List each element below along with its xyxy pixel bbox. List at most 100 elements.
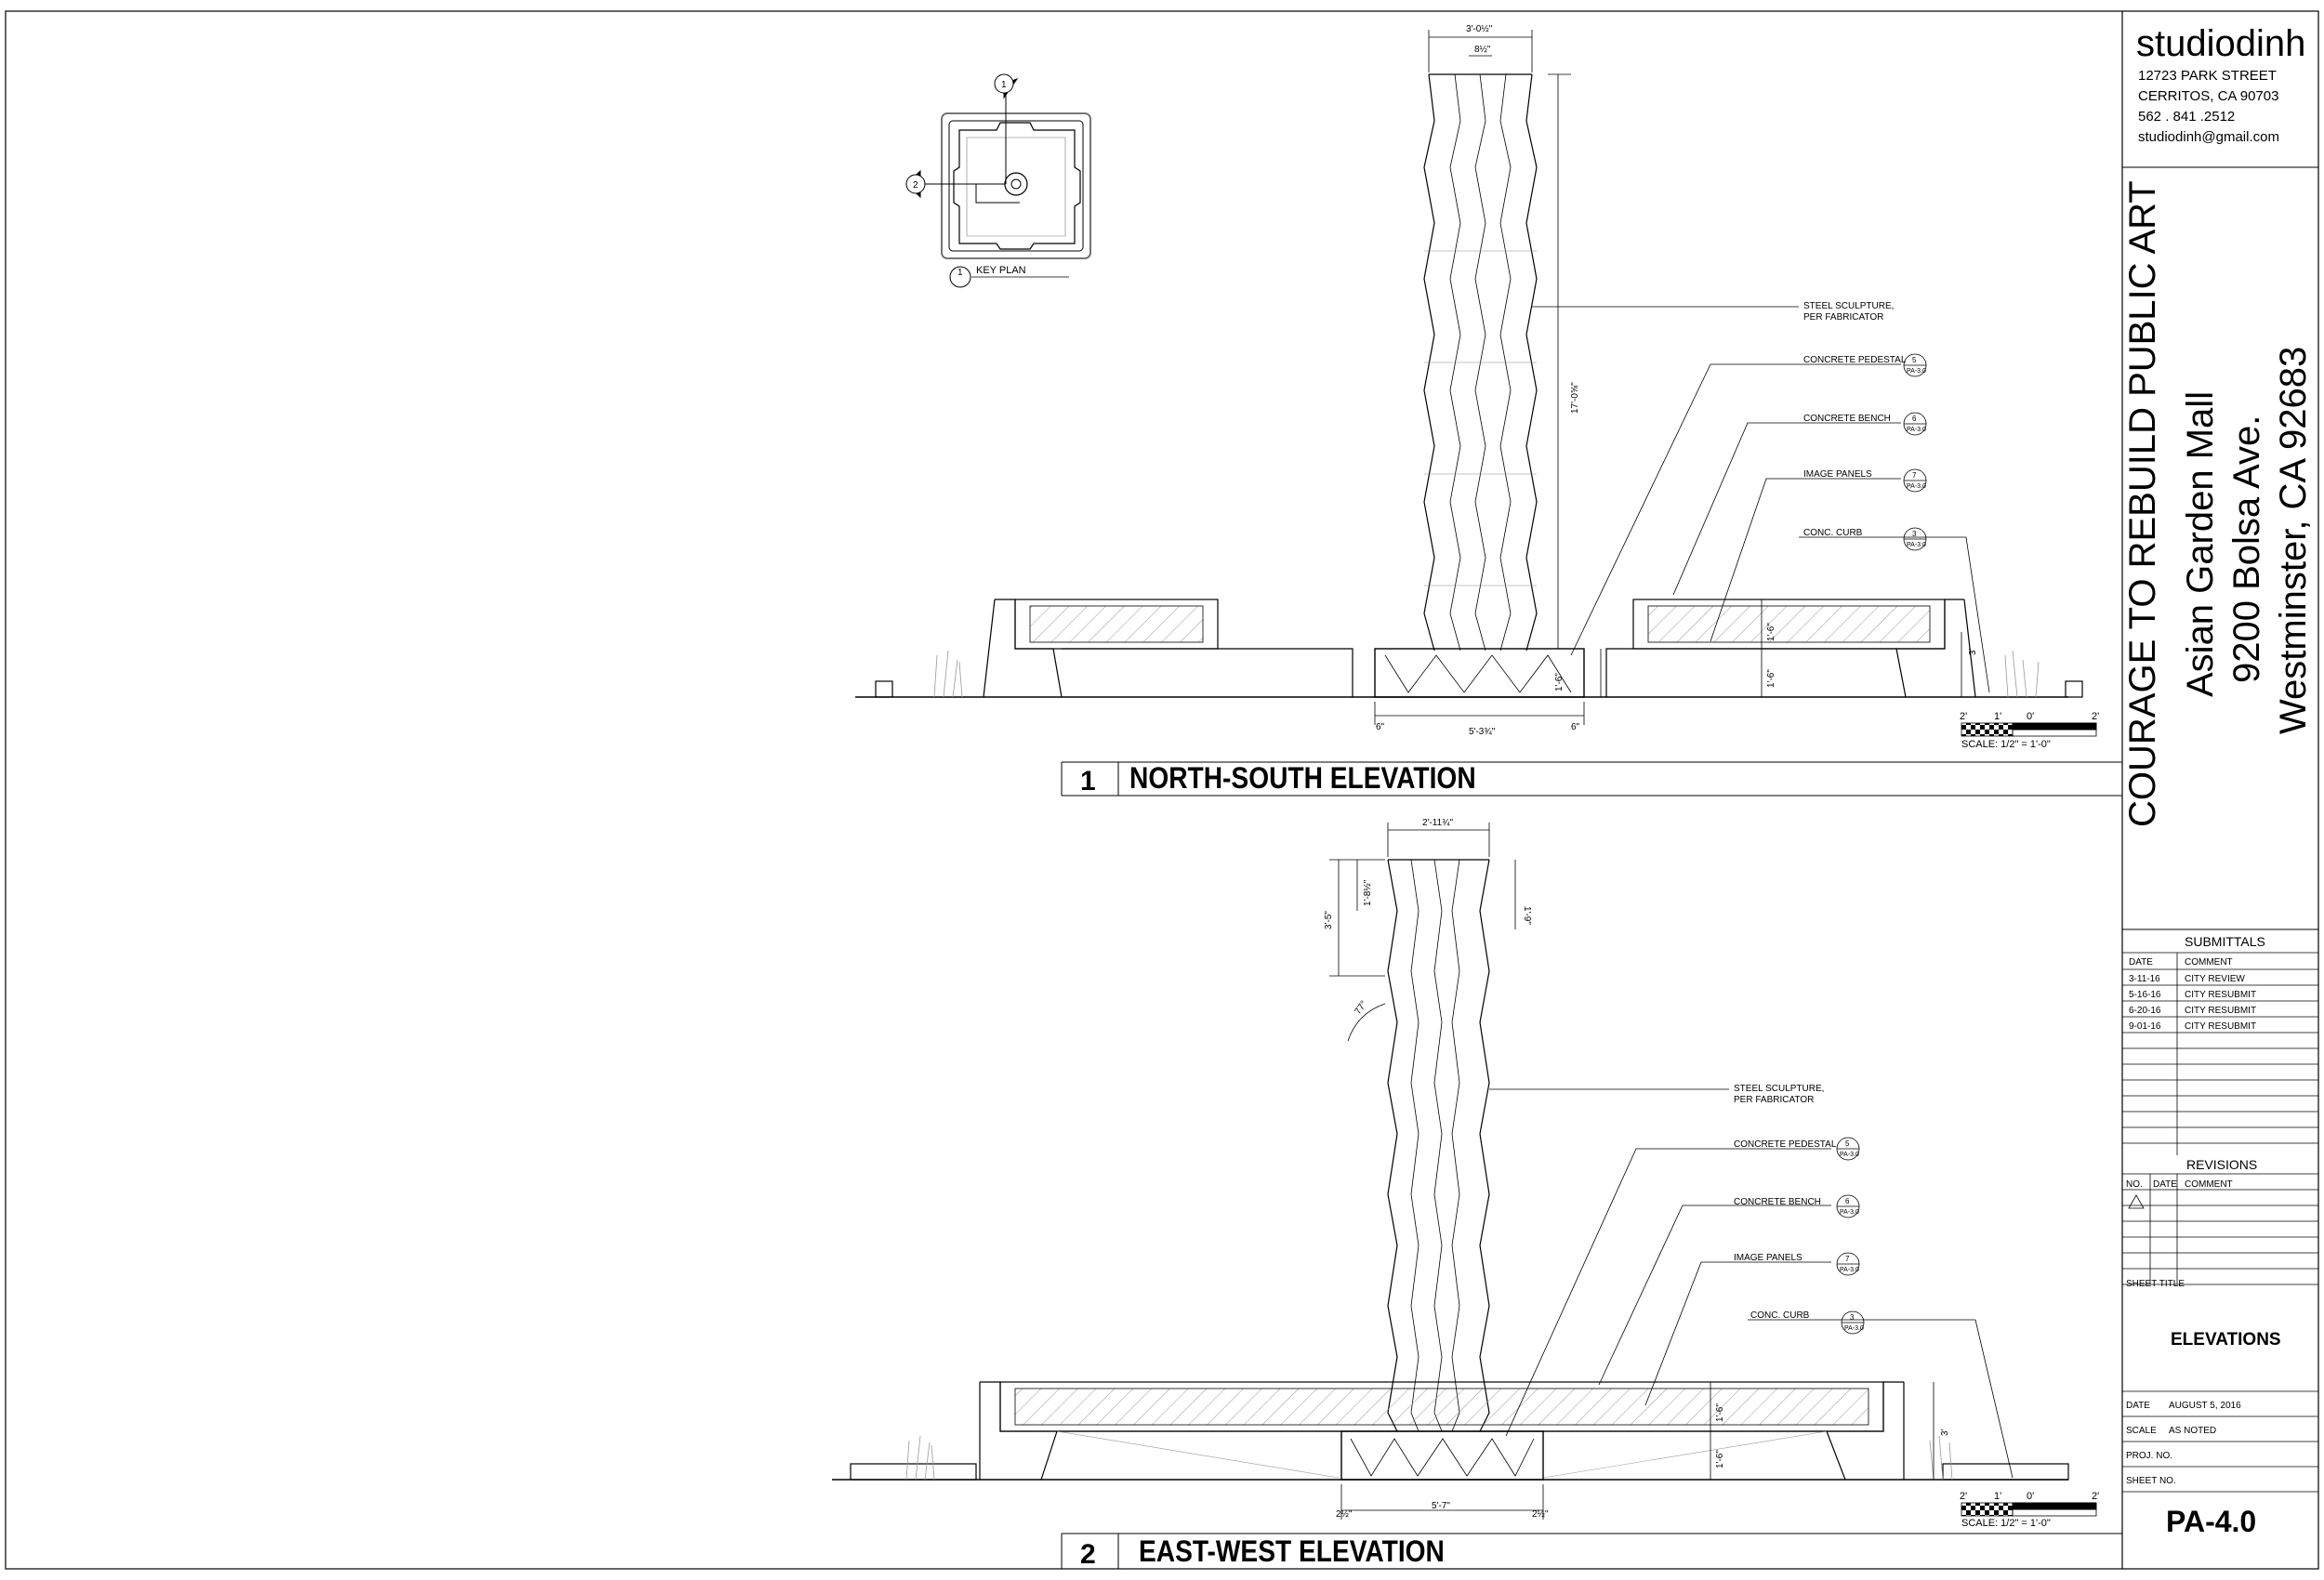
submittal-comment: CITY RESUBMIT (2185, 1006, 2256, 1016)
detail-tags-ew (1836, 1137, 1865, 1335)
callout-concrete-bench: CONCRETE BENCH (1803, 414, 1891, 424)
scale-bar-ew (1961, 1502, 2097, 1517)
submittal-comment: CITY REVIEW (2185, 974, 2245, 984)
submittal-comment: CITY RESUBMIT (2185, 990, 2256, 1000)
detail-tag-sheet: PA-3.0 (1907, 368, 1926, 375)
project-title: COURAGE TO REBUILD PUBLIC ART (2122, 180, 2163, 827)
dim-base-width: 5'-3¾" (1469, 727, 1496, 737)
concrete-bench-left-ns (933, 599, 1353, 698)
dim-base-left: 6" (1376, 722, 1385, 732)
callout-concrete-bench: CONCRETE BENCH (1734, 1197, 1821, 1207)
project-venue: Asian Garden Mall (2180, 391, 2221, 697)
dimensions-ew (1329, 823, 1934, 1520)
dim-bench-top: 1'-6" (1766, 623, 1776, 641)
callout-concrete-pedestal: CONCRETE PEDESTAL (1803, 355, 1907, 365)
revision-delta-icon (2128, 1194, 2145, 1209)
east-west-elevation (832, 823, 2097, 1520)
office-email: studiodinh@gmail.com (2138, 129, 2279, 145)
view-title-1 (1061, 761, 2122, 797)
detail-tag-number: 5 (1845, 1139, 1850, 1148)
proj-no-label: PROJ. NO. (2126, 1451, 2172, 1461)
callout-concrete-pedestal: CONCRETE PEDESTAL (1734, 1139, 1837, 1150)
detail-tag-number: 5 (1912, 356, 1917, 364)
detail-tag-number: 6 (1912, 415, 1917, 423)
scale-text: SCALE: 1/2" = 1'-0" (1961, 739, 2051, 750)
revisions-header-no: NO. (2126, 1179, 2143, 1190)
office-name: studiodinh (2136, 23, 2305, 64)
scale-text: SCALE: 1/2" = 1'-0" (1961, 1518, 2051, 1529)
concrete-bench-right-ns (1605, 599, 2040, 698)
submittal-date: 5-16-16 (2129, 990, 2161, 1000)
view-title-text-1: NORTH-SOUTH ELEVATION (1129, 762, 1476, 795)
project-city: Westminster, CA 92683 (2273, 347, 2314, 734)
callout-image-panels: IMAGE PANELS (1803, 469, 1872, 480)
callout-conc-curb: CONC. CURB (1803, 528, 1863, 538)
sheet-border (5, 10, 2319, 1570)
key-plan-tag-1 (994, 73, 1014, 94)
dim-top-inner: 8½" (1474, 45, 1491, 55)
scale-label: SCALE (2126, 1426, 2157, 1436)
scale-tick: 2' (2092, 711, 2099, 722)
submittals-header-comment: COMMENT (2185, 957, 2233, 968)
dim-height: 17'-0⅝" (1570, 382, 1580, 414)
scale-tick: 0' (2027, 1491, 2034, 1502)
revisions-header-comment: COMMENT (2185, 1179, 2233, 1190)
detail-tag-sheet: PA-3.0 (1907, 427, 1926, 433)
submittals-header-date: DATE (2129, 957, 2153, 968)
steel-sculpture-ew (1387, 859, 1490, 1432)
callout-steel-sculpture-2: PER FABRICATOR (1734, 1095, 1814, 1105)
revisions-title: REVISIONS (2186, 1157, 2257, 1172)
submittal-comment: CITY RESUBMIT (2185, 1021, 2256, 1032)
dim-base-left: 2½" (1336, 1509, 1353, 1520)
submittal-date: 3-11-16 (2129, 974, 2160, 984)
sheet-title: ELEVATIONS (2171, 1330, 2281, 1350)
concrete-pedestal-ew (1340, 1430, 1544, 1481)
detail-tag-number: 7 (1845, 1255, 1850, 1263)
dim-upper: 3'-5" (1324, 911, 1334, 929)
dim-angle: 77° (1353, 999, 1369, 1017)
scale-tick: 2' (2092, 1491, 2099, 1502)
detail-tags-ns (1903, 353, 1927, 551)
revisions-header-date: DATE (2153, 1179, 2177, 1190)
sheet-scale: AS NOTED (2169, 1426, 2216, 1436)
scale-tick: 2' (1960, 1491, 1967, 1502)
leaders-ew (1489, 1088, 2014, 1479)
office-address-1: 12723 PARK STREET (2138, 68, 2277, 84)
key-plan-tag-number: 1 (957, 268, 963, 278)
key-plan-tag-w-number: 2 (913, 180, 918, 191)
date-label: DATE (2126, 1401, 2150, 1411)
scale-bar-ns (1961, 722, 2097, 737)
key-plan-tag-n-number: 1 (1001, 80, 1007, 90)
detail-tag-number: 3 (1850, 1313, 1855, 1322)
sheet-number: PA-4.0 (2166, 1505, 2256, 1538)
title-block: studiodinh 12723 PARK STREET CERRITOS, C… (2121, 11, 2318, 1569)
callout-image-panels: IMAGE PANELS (1734, 1253, 1802, 1263)
dim-base-right: 6" (1571, 722, 1580, 732)
dimensions-ns (1374, 30, 1962, 725)
submittals-title: SUBMITTALS (2185, 934, 2265, 949)
submittals-table (2122, 952, 2318, 1155)
scale-tick: 2' (1960, 711, 1967, 722)
scale-tick: 0' (2027, 711, 2034, 722)
view-number-1: 1 (1080, 766, 1096, 797)
callout-steel-sculpture-2: PER FABRICATOR (1803, 312, 1883, 323)
dim-bench-bottom: 1'-6" (1715, 1450, 1725, 1468)
callout-conc-curb: CONC. CURB (1750, 1310, 1810, 1321)
submittal-date: 9-01-16 (2129, 1021, 2161, 1032)
dim-top-width: 2'-11¾" (1422, 818, 1454, 828)
dim-segment: 1'-8½" (1363, 879, 1373, 906)
dim-base-width: 5'-7" (1432, 1501, 1450, 1511)
dim-base-right: 2½" (1532, 1509, 1549, 1520)
submittal-date: 6-20-16 (2129, 1006, 2161, 1016)
sheet-no-label: SHEET NO. (2126, 1476, 2176, 1486)
dim-bench-top: 1'-6" (1715, 1403, 1725, 1422)
sheet-title-label: SHEET TITLE (2126, 1279, 2185, 1289)
key-plan (905, 73, 1091, 288)
detail-tag-sheet: PA-3.0 (1840, 1267, 1859, 1273)
scale-tick: 1' (1994, 1491, 2001, 1502)
north-south-elevation (855, 30, 2097, 737)
view-number-2: 2 (1080, 1539, 1096, 1570)
detail-tag-sheet: PA-3.0 (1844, 1325, 1864, 1332)
steel-sculpture-ns (1423, 73, 1538, 652)
dim-side-height: 3' (1968, 648, 1978, 655)
